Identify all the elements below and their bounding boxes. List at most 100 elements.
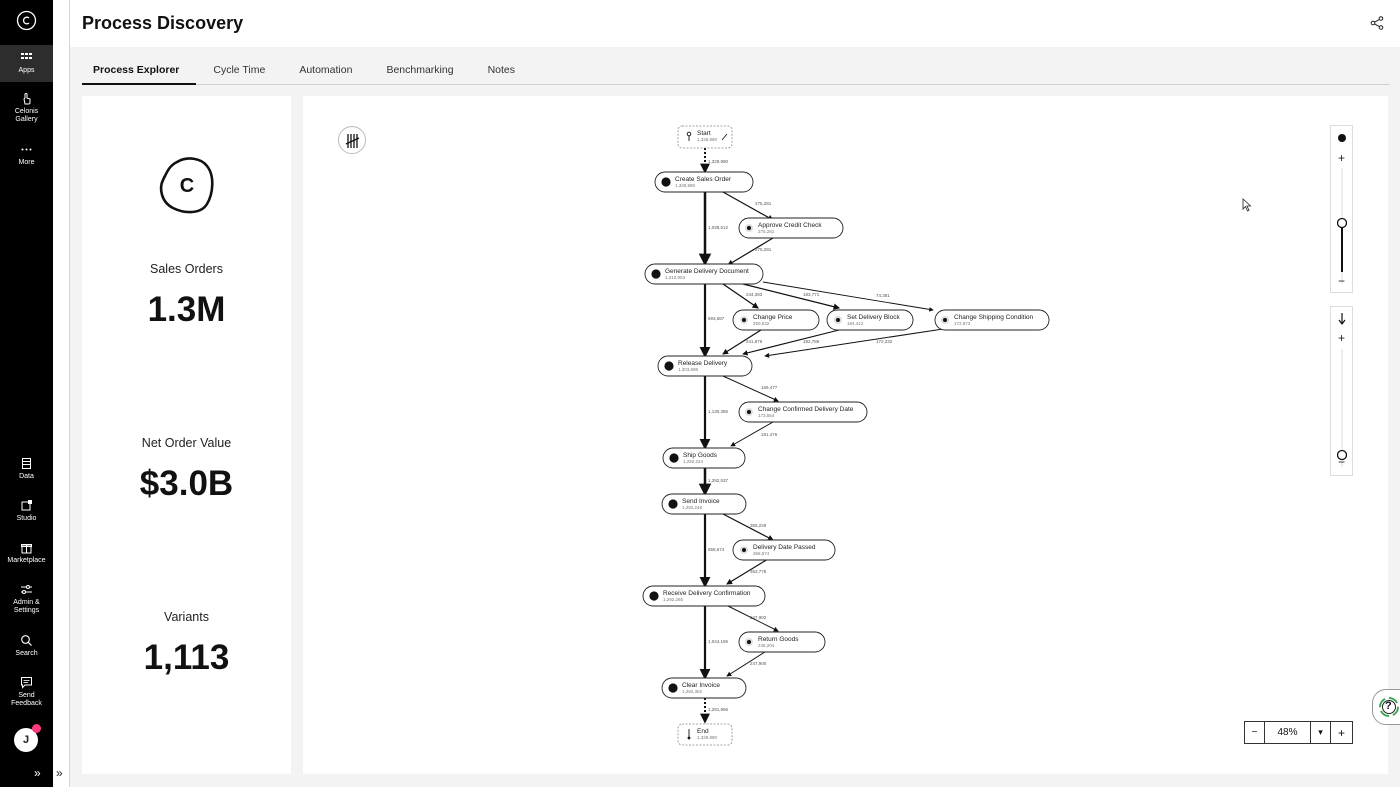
activity-slider[interactable]: + − — [1330, 125, 1353, 293]
zoom-out-button[interactable]: − — [1245, 722, 1265, 743]
activity-nodes: Create Sales Order 1,328,990 Approve Cre… — [642, 171, 1050, 699]
activity-node[interactable]: Change Confirmed Delivery Date 173,554 — [738, 401, 868, 423]
kpi-value-sales-orders: 1.3M — [147, 290, 226, 329]
nav-item-send-feedback[interactable]: Send Feedback — [0, 676, 53, 708]
activity-label: Change Confirmed Delivery Date — [758, 406, 854, 413]
activity-node[interactable]: Change Price 250,532 — [732, 309, 820, 331]
feedback-icon — [21, 677, 32, 689]
activity-label: Release Delivery — [678, 360, 728, 367]
edge-labels: 1,328,990 275,281 1,038,512 275,281 244,… — [708, 159, 893, 712]
activity-count: 1,303,898 — [678, 367, 699, 372]
activity-node[interactable]: Clear Invoice 1,292,302 — [661, 677, 747, 699]
nav-item-label: Send Feedback — [11, 692, 42, 707]
connection-slider-plus[interactable]: + — [1337, 331, 1345, 345]
activity-slider-minus[interactable]: − — [1337, 274, 1345, 288]
edge-label: 74,381 — [876, 293, 890, 298]
expand-nav-icon[interactable]: » — [34, 766, 41, 780]
nav-item-data[interactable]: Data — [0, 457, 53, 481]
activity-node[interactable]: Receive Delivery Confirmation 1,292,265 — [642, 585, 766, 607]
edge-label: 1,044,195 — [708, 639, 729, 644]
activity-count: 1,292,224 — [683, 459, 704, 464]
activity-node[interactable]: Send Invoice 1,292,248 — [661, 493, 747, 515]
activity-node[interactable]: Ship Goods 1,292,224 — [662, 447, 746, 469]
nav-item-label: Search — [15, 650, 38, 657]
activity-slider-plus[interactable]: + — [1337, 151, 1345, 165]
activity-node[interactable]: Change Shipping Condition 172,873 — [934, 309, 1050, 331]
help-label: ? — [1385, 700, 1392, 712]
nav-item-label: More — [18, 159, 35, 166]
tally-marks-icon — [345, 134, 360, 148]
activity-node[interactable]: Return Goods 246,204 — [738, 631, 826, 653]
tab-benchmarking[interactable]: Benchmarking — [386, 64, 454, 76]
kpi-label-variants: Variants — [164, 610, 209, 624]
edge-label: 181,476 — [761, 432, 778, 437]
tab-process-explorer[interactable]: Process Explorer — [82, 57, 197, 85]
start-pin-icon — [686, 131, 692, 137]
activity-node[interactable]: Generate Delivery Document 1,310,903 — [644, 263, 764, 285]
zoom-in-button[interactable]: + — [1337, 725, 1345, 740]
activity-node[interactable]: Delivery Date Passed 366,574 — [732, 539, 836, 561]
edges — [698, 148, 944, 724]
nav-item-more[interactable]: More — [0, 143, 53, 167]
celonis-logo-icon[interactable] — [16, 10, 37, 31]
activity-count: 250,532 — [753, 321, 770, 326]
activity-node[interactable]: Approve Credit Check 275,281 — [738, 217, 844, 239]
activity-count: 1,292,302 — [682, 689, 703, 694]
notification-dot — [32, 724, 41, 733]
activity-node[interactable]: Release Delivery 1,303,898 — [657, 355, 753, 377]
edge-label: 244,383 — [746, 292, 763, 297]
connection-slider-minus[interactable]: − — [1337, 455, 1345, 469]
nav-item-admin-settings[interactable]: Admin & Settings — [0, 583, 53, 615]
nav-item-label: Admin & Settings — [13, 599, 40, 614]
database-icon — [22, 458, 31, 469]
zoom-dropdown-button[interactable]: ▾ — [1311, 722, 1331, 743]
nav-item-label: Marketplace — [7, 557, 46, 564]
expand-panel-icon[interactable]: » — [56, 766, 63, 780]
celonis-blob-logo-icon: C — [159, 157, 214, 214]
tab-notes[interactable]: Notes — [487, 64, 516, 76]
edge-label: 1,038,512 — [708, 225, 729, 230]
nav-item-apps[interactable]: Apps — [0, 45, 53, 82]
activity-node[interactable]: Set Delivery Block 184,412 — [826, 309, 914, 331]
tab-automation[interactable]: Automation — [299, 64, 353, 76]
activity-label: Send Invoice — [682, 498, 720, 505]
svg-text:C: C — [180, 175, 194, 197]
connection-slider[interactable]: + − — [1330, 306, 1353, 476]
help-widget-button[interactable]: ? — [1372, 689, 1400, 725]
nav-item-label: Studio — [16, 515, 37, 522]
edge-label: 693,687 — [708, 316, 725, 321]
tab-bar: Process Explorer Cycle Time Automation B… — [82, 57, 1390, 85]
kpi-value-net-order-value: $3.0B — [139, 464, 234, 503]
activity-label: Delivery Date Passed — [753, 544, 816, 551]
nav-item-search[interactable]: Search — [0, 634, 53, 658]
connection-slider-track[interactable] — [1337, 349, 1347, 467]
edge-label: 859,674 — [708, 547, 725, 552]
mouse-cursor-icon — [1242, 198, 1252, 212]
tally-counter-button[interactable] — [338, 126, 366, 154]
edge-label: 1,291,996 — [708, 707, 729, 712]
activity-label: Set Delivery Block — [847, 314, 900, 321]
process-graph: 1,328,990 275,281 1,038,512 275,281 244,… — [642, 125, 1050, 746]
activity-node[interactable]: Create Sales Order 1,328,990 — [654, 171, 754, 193]
tab-cycle-time[interactable]: Cycle Time — [213, 64, 266, 76]
activity-label: Create Sales Order — [675, 176, 732, 183]
activity-count: 1,292,265 — [663, 597, 684, 602]
more-dots-icon — [21, 148, 32, 151]
activity-label: Change Price — [753, 314, 793, 321]
process-map-canvas[interactable]: 1,328,990 275,281 1,038,512 275,281 244,… — [303, 96, 1388, 774]
nav-item-marketplace[interactable]: Marketplace — [0, 541, 53, 565]
activity-count: 173,554 — [758, 413, 775, 418]
start-node[interactable]: Start 1,328,990 — [677, 125, 733, 149]
nav-item-label: Data — [19, 473, 34, 480]
kpi-panel: C Sales Orders 1.3M Net Order Value $3.0… — [82, 96, 291, 774]
start-count: 1,328,990 — [697, 137, 718, 142]
end-node[interactable]: End 1,328,990 — [677, 723, 733, 746]
nav-item-celonis-gallery[interactable]: Celonis Gallery — [0, 92, 53, 124]
nav-item-studio[interactable]: Studio — [0, 499, 53, 523]
share-icon[interactable] — [1370, 16, 1384, 30]
activity-slider-track[interactable] — [1337, 168, 1347, 284]
edge-label: 275,281 — [755, 201, 772, 206]
secondary-strip — [53, 0, 70, 787]
search-icon — [21, 635, 32, 646]
edge-label: 182,786 — [803, 339, 820, 344]
